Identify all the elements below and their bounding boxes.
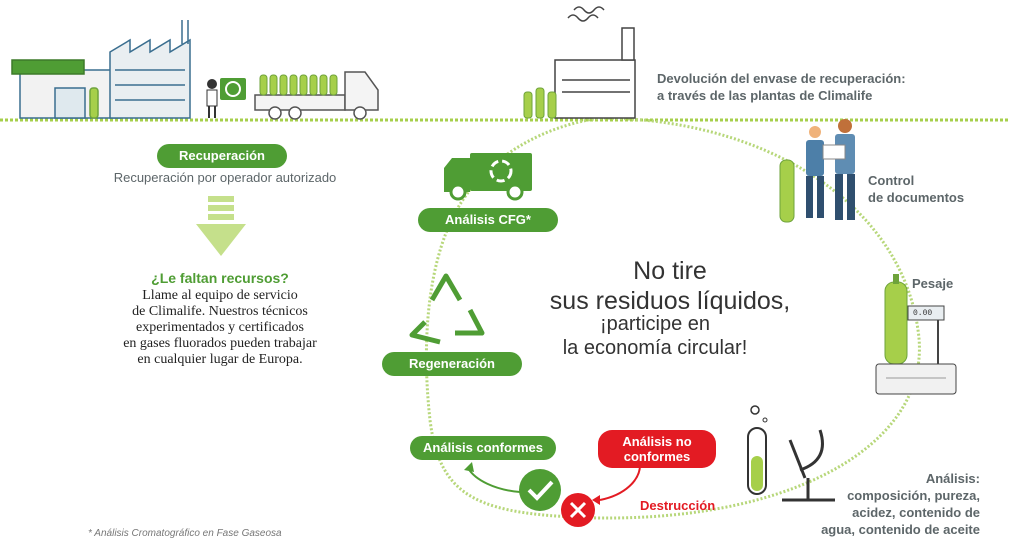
subheadline-line1: ¡participe en: [599, 313, 711, 335]
worker-icon: [206, 78, 246, 118]
warehouse-icon: [11, 20, 191, 119]
analysis-line1: composición, pureza,: [847, 488, 980, 503]
headline-line1: No tire: [633, 257, 707, 285]
control-caption: Control de documentos: [868, 172, 964, 206]
help-line-4: en gases fluorados pueden trabajar: [123, 336, 317, 351]
headline-line2: sus residuos líquidos,: [549, 287, 791, 315]
headline: No tire sus residuos líquidos,: [520, 256, 820, 316]
analisis-conformes-badge: Análisis conformes: [410, 436, 556, 460]
analysis-title: Análisis:: [925, 471, 980, 486]
check-icon: [519, 469, 561, 511]
help-line-5: en cualquier lugar de Europa.: [137, 352, 303, 367]
recuperacion-text: Recuperación por operador autorizado: [113, 170, 337, 185]
recuperacion-badge: Recuperación: [157, 144, 287, 168]
return-caption: Devolución del envase de recuperación: a…: [657, 70, 906, 104]
microscope-icon: [782, 429, 835, 502]
factory-icon: [523, 6, 636, 119]
analisis-cfg-badge: Análisis CFG*: [418, 208, 558, 232]
help-line-2: de Climalife. Nuestros técnicos: [132, 304, 308, 319]
cross-icon: [561, 493, 595, 527]
no-conformes-arrow: [599, 464, 641, 501]
analysis-line2: acidez, contenido de: [852, 505, 980, 520]
analysis-line3: agua, contenido de aceite: [821, 522, 980, 537]
scale-display: 0.00: [913, 309, 933, 318]
help-line-1: Llame al equipo de servicio: [142, 288, 298, 303]
analisis-no-conformes-badge: Análisis no conformes: [598, 430, 716, 468]
return-caption-line1: Devolución del envase de recuperación:: [657, 71, 906, 86]
analysis-caption: Análisis: composición, pureza, acidez, c…: [821, 470, 980, 538]
workers-icon: [779, 119, 855, 223]
help-text: Llame al equipo de servicio de Climalife…: [100, 288, 340, 368]
subheadline: ¡participe en la economía circular!: [540, 312, 770, 360]
truck-with-cylinders-icon: [254, 71, 379, 120]
no-conformes-line1: Análisis no: [622, 434, 692, 449]
truck-icon: [444, 153, 532, 201]
recycle-icon: [409, 273, 485, 345]
test-tube-icon: [747, 405, 768, 495]
return-caption-line2: a través de las plantas de Climalife: [657, 88, 873, 103]
scale-icon: [875, 274, 957, 395]
pesaje-caption: Pesaje: [912, 276, 954, 291]
help-line-3: experimentados y certificados: [136, 320, 304, 335]
control-line1: Control: [868, 173, 915, 188]
no-conformes-line2: conformes: [623, 449, 691, 464]
conformes-arrow: [467, 467, 521, 493]
regeneracion-badge: Regeneración: [382, 352, 522, 376]
destruccion-label: Destrucción: [640, 498, 716, 513]
subheadline-line2: la economía circular!: [562, 337, 748, 359]
arrow-down-icon: [196, 196, 246, 256]
footnote: * Análisis Cromatográfico en Fase Gaseos…: [88, 528, 282, 539]
question-heading: ¿Le faltan recursos?: [151, 270, 289, 286]
control-line2: de documentos: [868, 190, 965, 205]
